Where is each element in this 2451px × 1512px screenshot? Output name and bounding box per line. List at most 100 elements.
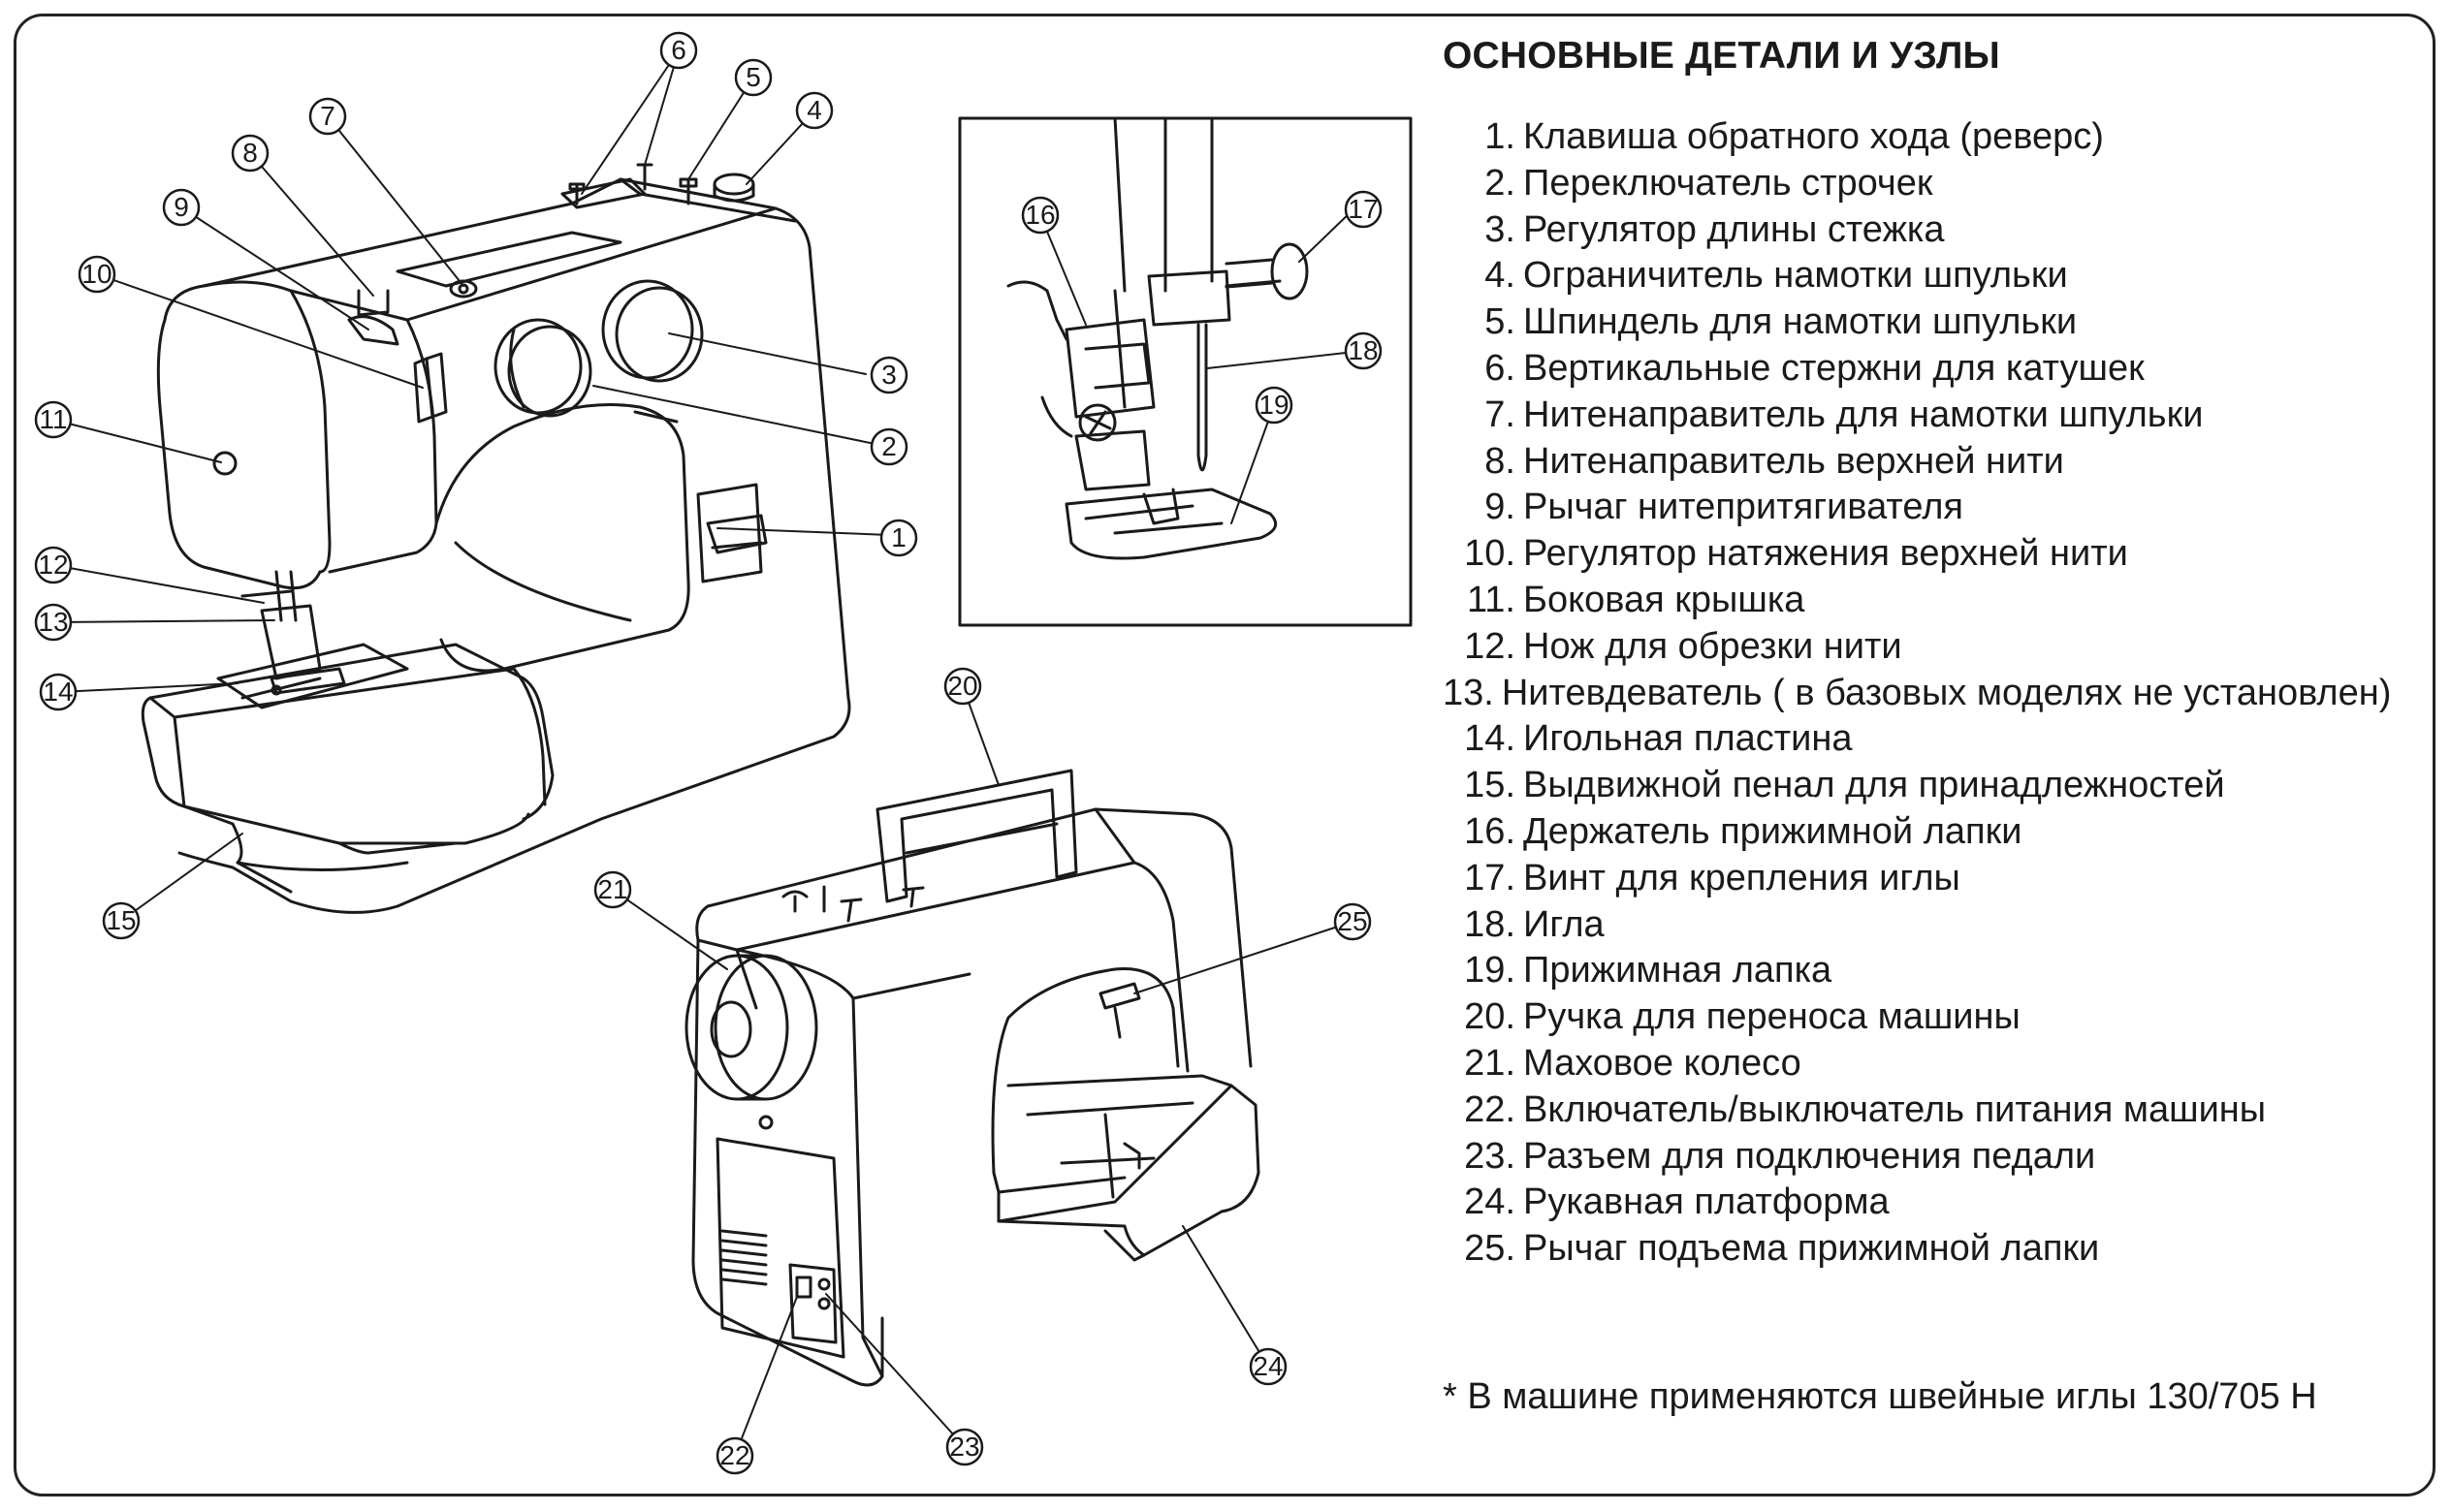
list-item: 25.Рычаг подъема прижимной лапки <box>1443 1226 2422 1273</box>
callout-circle <box>659 31 698 70</box>
list-item: 15.Выдвижной пенал для принадлежностей <box>1443 763 2422 809</box>
callout-number: 14 <box>43 677 73 707</box>
part-label: Прижимная лапка <box>1523 950 1832 992</box>
callout-circle <box>162 188 201 227</box>
callout-circle <box>1021 196 1060 235</box>
part-number: 14. <box>1464 718 1515 760</box>
part-number: 16. <box>1464 810 1515 852</box>
list-item: 22.Включатель/выключатель питания машины <box>1443 1087 2422 1134</box>
callout-circle <box>308 97 347 136</box>
callout-10: 10 <box>78 255 116 294</box>
callout-3: 3 <box>870 356 908 394</box>
part-number: 9. <box>1484 487 1515 528</box>
part-label: Ручка для переноса машины <box>1523 996 2021 1038</box>
part-label: Переключатель строчек <box>1523 162 1933 204</box>
part-label: Нитевдеватель ( в базовых моделях не уст… <box>1501 672 2392 713</box>
footnote: * В машине применяются швейные иглы 130/… <box>1443 1376 2317 1417</box>
part-number: 24. <box>1464 1181 1515 1223</box>
callout-circle <box>734 58 773 97</box>
list-item: 14.Игольная пластина <box>1443 716 2422 763</box>
part-label: Нитенаправитель верхней нити <box>1523 440 2064 482</box>
part-label: Маховое колесо <box>1523 1042 1801 1084</box>
list-item: 5.Шпиндель для намотки шпульки <box>1443 299 2422 346</box>
callout-circle <box>879 519 918 557</box>
callout-14: 14 <box>39 673 78 711</box>
callout-number: 6 <box>671 35 686 65</box>
list-item: 4.Ограничитель намотки шпульки <box>1443 253 2422 299</box>
callout-24: 24 <box>1249 1347 1288 1386</box>
callout-number: 20 <box>947 671 977 701</box>
part-number: 10. <box>1464 533 1515 575</box>
callout-12: 12 <box>34 546 73 584</box>
callout-25: 25 <box>1333 902 1372 941</box>
part-label: Нитенаправитель для намотки шпульки <box>1523 394 2204 435</box>
list-item: 20.Ручка для переноса машины <box>1443 994 2422 1041</box>
callout-circle <box>34 546 73 584</box>
list-item: 19.Прижимная лапка <box>1443 948 2422 994</box>
callout-number: 25 <box>1337 906 1367 936</box>
part-label: Игольная пластина <box>1523 718 1853 760</box>
callout-circle <box>102 901 141 940</box>
part-number: 21. <box>1464 1042 1515 1084</box>
needle-detail-inset <box>958 116 1413 627</box>
callout-9: 9 <box>162 188 201 227</box>
callout-1: 1 <box>879 519 918 557</box>
list-item: 10.Регулятор натяжения верхней нити <box>1443 531 2422 578</box>
part-label: Шпиндель для намотки шпульки <box>1523 301 2078 343</box>
part-label: Регулятор натяжения верхней нити <box>1523 533 2128 575</box>
list-item: 6.Вертикальные стержни для катушек <box>1443 346 2422 393</box>
callout-circle <box>34 400 73 439</box>
callout-number: 2 <box>881 431 897 461</box>
part-number: 19. <box>1464 950 1515 992</box>
list-item: 7.Нитенаправитель для намотки шпульки <box>1443 393 2422 439</box>
callout-circle <box>39 673 78 711</box>
front-view-machine <box>141 163 851 914</box>
list-item: 18.Игла <box>1443 902 2422 949</box>
parts-legend: ОСНОВНЫЕ ДЕТАЛИ И УЗЛЫ 1.Клавиша обратно… <box>1443 35 2422 1273</box>
callout-number: 4 <box>807 95 822 125</box>
part-label: Игла <box>1523 903 1605 945</box>
callout-22: 22 <box>716 1436 754 1475</box>
callout-13: 13 <box>34 603 73 642</box>
part-label: Разъем для подключения педали <box>1523 1135 2096 1177</box>
part-label: Нож для обрезки нити <box>1523 625 1902 667</box>
callout-circle <box>943 667 982 706</box>
callout-circle <box>945 1428 984 1466</box>
callout-circle <box>870 356 908 394</box>
callout-circle <box>1249 1347 1288 1386</box>
list-item: 23.Разъем для подключения педали <box>1443 1134 2422 1181</box>
part-label: Включатель/выключатель питания машины <box>1523 1088 2267 1130</box>
rear-view-machine <box>684 769 1260 1387</box>
callout-number: 5 <box>746 62 761 92</box>
part-label: Клавиша обратного хода (реверс) <box>1523 116 2104 157</box>
callout-number: 17 <box>1348 194 1378 224</box>
part-number: 2. <box>1484 162 1515 204</box>
callout-23: 23 <box>945 1428 984 1466</box>
parts-list: 1.Клавиша обратного хода (реверс)2.Перек… <box>1443 114 2422 1273</box>
list-item: 9.Рычаг нитепритягивателя <box>1443 485 2422 531</box>
callout-15: 15 <box>102 901 141 940</box>
part-label: Рукавная платформа <box>1523 1181 1890 1223</box>
callout-circle <box>34 603 73 642</box>
part-number: 22. <box>1464 1088 1515 1130</box>
part-number: 7. <box>1484 394 1515 435</box>
list-item: 17.Винт для крепления иглы <box>1443 856 2422 902</box>
callout-number: 15 <box>106 905 136 935</box>
callout-11: 11 <box>34 400 73 439</box>
page-frame <box>14 14 2435 1496</box>
callout-circle <box>870 427 908 466</box>
part-label: Держатель прижимной лапки <box>1523 810 2022 852</box>
callout-number: 12 <box>38 550 68 580</box>
callout-7: 7 <box>308 97 347 136</box>
callout-number: 1 <box>891 522 907 552</box>
part-number: 1. <box>1484 116 1515 157</box>
part-label: Выдвижной пенал для принадлежностей <box>1523 765 2225 806</box>
callout-17: 17 <box>1344 190 1383 229</box>
legend-title: ОСНОВНЫЕ ДЕТАЛИ И УЗЛЫ <box>1443 35 2000 77</box>
part-number: 13. <box>1443 672 1494 713</box>
part-label: Регулятор длины стежка <box>1523 208 1945 250</box>
callout-number: 22 <box>719 1440 749 1470</box>
callout-4: 4 <box>795 91 834 130</box>
